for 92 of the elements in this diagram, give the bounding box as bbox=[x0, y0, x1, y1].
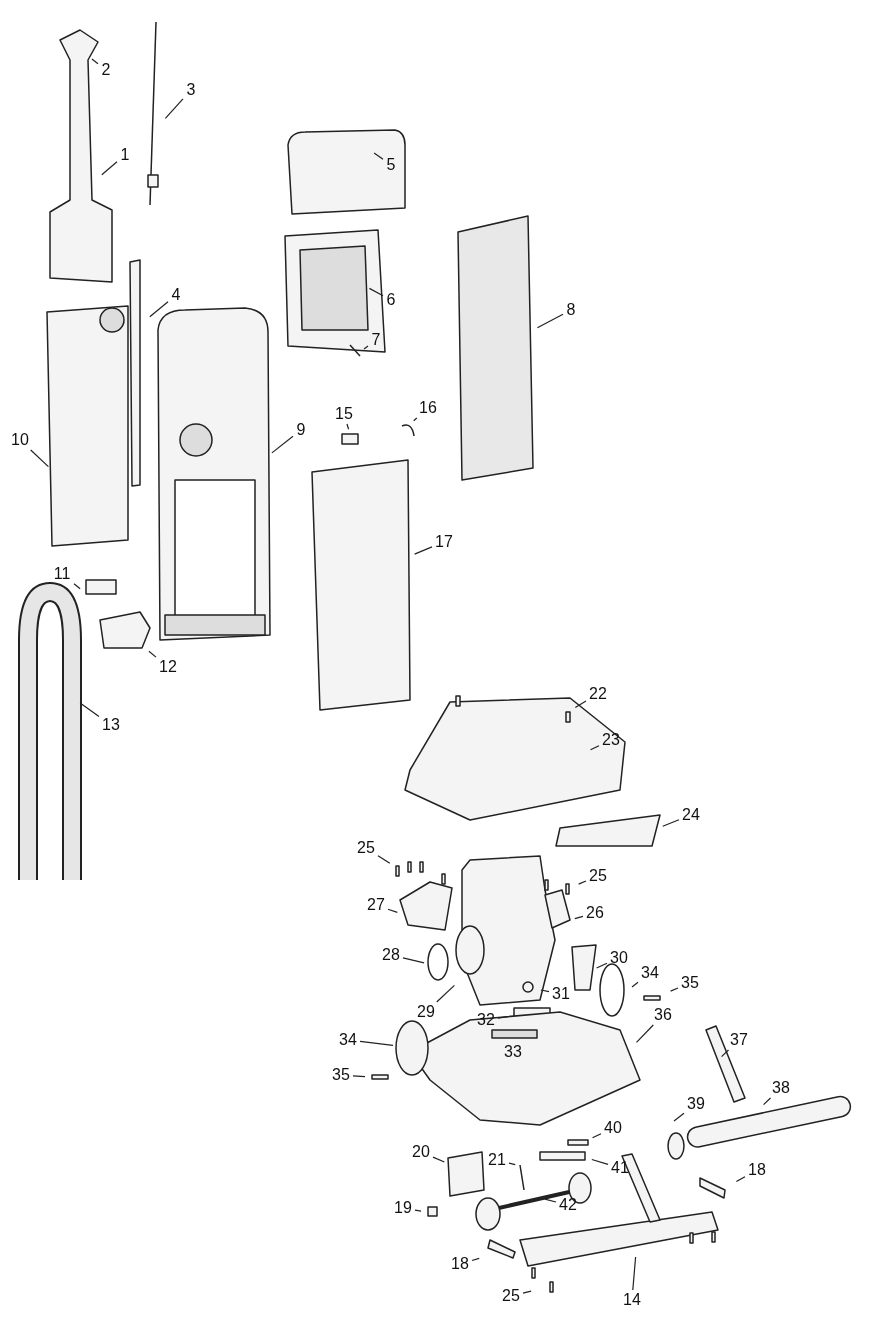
callout-number: 5 bbox=[384, 156, 398, 174]
callout-number: 6 bbox=[384, 291, 398, 309]
callout-number: 38 bbox=[770, 1079, 792, 1097]
callout-number: 14 bbox=[621, 1291, 643, 1309]
leader-line bbox=[359, 1040, 394, 1046]
leader-line bbox=[373, 152, 384, 160]
leader-line bbox=[346, 423, 350, 430]
leader-line bbox=[540, 989, 550, 993]
callout-number: 27 bbox=[365, 896, 387, 914]
callout-number: 31 bbox=[550, 985, 572, 1003]
callout-number: 13 bbox=[100, 716, 122, 734]
leader-line bbox=[414, 1209, 422, 1212]
leader-line bbox=[508, 1162, 516, 1166]
leader-line bbox=[101, 161, 118, 176]
callout-number: 15 bbox=[333, 405, 355, 423]
callout-number: 35 bbox=[679, 974, 701, 992]
callout-number: 21 bbox=[486, 1151, 508, 1169]
leader-line bbox=[522, 1290, 532, 1294]
callout-number: 25 bbox=[500, 1287, 522, 1305]
leader-line bbox=[591, 1158, 609, 1165]
callout-number: 29 bbox=[415, 1003, 437, 1021]
leader-line bbox=[164, 98, 184, 119]
callout-number: 18 bbox=[746, 1161, 768, 1179]
callout-number: 25 bbox=[355, 839, 377, 857]
leader-line bbox=[471, 1257, 480, 1262]
leader-line bbox=[30, 449, 49, 468]
callout-number: 17 bbox=[433, 533, 455, 551]
callout-number: 24 bbox=[680, 806, 702, 824]
callout-number: 8 bbox=[564, 301, 578, 319]
callout-number: 12 bbox=[157, 658, 179, 676]
callout-number: 20 bbox=[410, 1143, 432, 1161]
leader-line bbox=[670, 987, 679, 992]
callout-number: 40 bbox=[602, 1119, 624, 1137]
leader-line bbox=[368, 287, 384, 297]
callout-number: 36 bbox=[652, 1006, 674, 1024]
callout-number: 23 bbox=[600, 731, 622, 749]
leader-line bbox=[387, 908, 398, 913]
leader-line bbox=[631, 981, 639, 988]
leader-line bbox=[91, 58, 99, 65]
leader-line bbox=[377, 855, 391, 864]
callout-number: 1 bbox=[118, 146, 132, 164]
leader-line bbox=[536, 313, 564, 329]
leader-line bbox=[721, 1049, 730, 1058]
callout-number: 16 bbox=[417, 399, 439, 417]
leader-line bbox=[574, 700, 587, 709]
callout-number: 2 bbox=[99, 61, 113, 79]
callout-number: 18 bbox=[449, 1255, 471, 1273]
leader-line bbox=[413, 417, 418, 422]
leader-line bbox=[589, 745, 600, 751]
callout-number: 33 bbox=[503, 1043, 523, 1061]
callout-number: 39 bbox=[685, 1095, 707, 1113]
leader-line bbox=[79, 702, 100, 717]
callout-number: 10 bbox=[9, 431, 31, 449]
leader-line bbox=[662, 819, 680, 827]
callout-number: 28 bbox=[380, 946, 402, 964]
leader-line bbox=[544, 1198, 557, 1203]
leader-line bbox=[414, 546, 433, 555]
leader-line bbox=[148, 650, 157, 658]
leader-line bbox=[635, 1024, 654, 1043]
callout-number: 22 bbox=[587, 685, 609, 703]
callout-number: 4 bbox=[169, 286, 183, 304]
callout-number: 9 bbox=[294, 421, 308, 439]
callout-number: 25 bbox=[587, 867, 609, 885]
callout-number: 30 bbox=[608, 949, 630, 967]
callout-number: 35 bbox=[330, 1066, 352, 1084]
leader-line bbox=[402, 957, 425, 964]
callout-number: 11 bbox=[51, 565, 73, 583]
callout-number: 19 bbox=[392, 1199, 414, 1217]
callout-number: 3 bbox=[184, 81, 198, 99]
leader-line bbox=[363, 345, 369, 350]
leader-line bbox=[352, 1075, 366, 1078]
leader-line bbox=[673, 1112, 685, 1122]
leader-line bbox=[632, 1256, 637, 1291]
leader-line bbox=[73, 583, 81, 590]
callout-number: 42 bbox=[557, 1196, 579, 1214]
leader-line bbox=[271, 435, 294, 454]
callout-number: 37 bbox=[728, 1031, 750, 1049]
leader-line bbox=[763, 1097, 772, 1106]
leader-line bbox=[149, 301, 169, 318]
leader-line bbox=[591, 1133, 602, 1139]
leader-line bbox=[574, 915, 584, 920]
callout-number: 34 bbox=[337, 1031, 359, 1049]
leader-line bbox=[432, 1156, 445, 1163]
leader-line bbox=[497, 1016, 509, 1019]
leader-line bbox=[578, 880, 587, 885]
leader-line bbox=[596, 962, 608, 969]
leader-line bbox=[436, 984, 455, 1003]
callout-number: 41 bbox=[609, 1159, 631, 1177]
callout-number: 34 bbox=[639, 964, 661, 982]
leader-line bbox=[735, 1176, 746, 1183]
callout-number: 7 bbox=[369, 331, 383, 349]
callout-number: 26 bbox=[584, 904, 606, 922]
